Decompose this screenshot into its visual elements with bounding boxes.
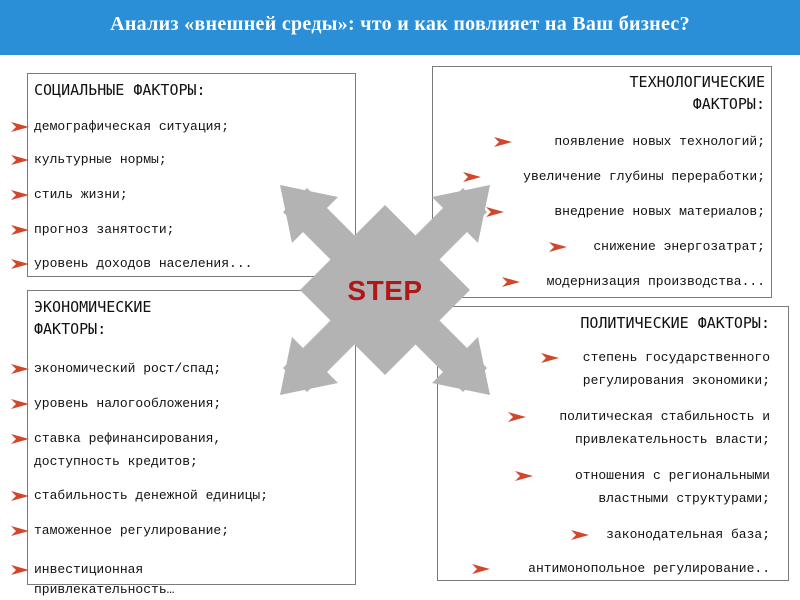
pol-item-continued: привлекательность власти; [574, 432, 770, 447]
arrow-bullet-icon [463, 172, 481, 182]
social-title: СОЦИАЛЬНЫЕ ФАКТОРЫ: [34, 81, 206, 99]
pol-item: отношения с региональными [574, 468, 770, 483]
tech-title-line-1: ТЕХНОЛОГИЧЕСКИЕ [629, 73, 765, 91]
econ-item: таможенное регулирование; [34, 523, 230, 538]
arrow-bullet-icon [11, 259, 29, 269]
arrow-bullet-icon [11, 491, 29, 501]
social-factors-box [27, 73, 356, 277]
title-banner [0, 0, 800, 55]
econ-item-continued: привлекательность… [34, 582, 175, 597]
pol-item: законодательная база; [606, 527, 770, 542]
arrow-bullet-icon [486, 207, 504, 217]
arrow-bullet-icon [502, 277, 520, 287]
econ-item-continued: доступность кредитов; [34, 454, 198, 469]
political-factors-box [437, 306, 789, 581]
tech-item: модернизация производства... [546, 274, 765, 289]
econ-item: экономический рост/спад; [34, 361, 222, 376]
arrow-bullet-icon [508, 412, 526, 422]
social-item: прогноз занятости; [34, 222, 175, 237]
arrow-bullet-icon [11, 565, 29, 575]
tech-item: внедрение новых материалов; [554, 204, 765, 219]
econ-title-line-2: ФАКТОРЫ: [34, 320, 107, 338]
social-item: стиль жизни; [34, 187, 128, 202]
four-way-arrow-icon [280, 185, 490, 395]
pol-item-continued: властными структурами; [598, 491, 770, 506]
pol-title: ПОЛИТИЧЕСКИЕ ФАКТОРЫ: [580, 314, 770, 332]
arrow-bullet-icon [571, 530, 589, 540]
arrow-bullet-icon [11, 526, 29, 536]
pol-item: степень государственного [582, 350, 770, 365]
arrow-bullet-icon [11, 225, 29, 235]
page-title: Анализ «внешней среды»: что и как повлия… [110, 13, 690, 35]
arrow-bullet-icon [11, 190, 29, 200]
tech-item: появление новых технологий; [554, 134, 765, 149]
pol-item: политическая стабильность и [559, 409, 770, 424]
arrow-bullet-icon [549, 242, 567, 252]
econ-title-line-1: ЭКОНОМИЧЕСКИЕ [34, 298, 152, 316]
social-item: демографическая ситуация; [34, 119, 230, 134]
arrow-bullet-icon [11, 399, 29, 409]
econ-item: инвестиционная [34, 562, 144, 577]
tech-title-line-2: ФАКТОРЫ: [692, 95, 765, 113]
arrow-bullet-icon [11, 122, 29, 132]
arrow-bullet-icon [494, 137, 512, 147]
arrow-bullet-icon [11, 155, 29, 165]
step-label: STEP [347, 275, 423, 306]
econ-item: ставка рефинансирования, [34, 431, 222, 446]
arrow-bullet-icon [11, 364, 29, 374]
pol-item: антимонопольное регулирование.. [528, 561, 770, 576]
econ-item: стабильность денежной единицы; [34, 488, 269, 503]
tech-item: снижение энергозатрат; [593, 239, 765, 254]
arrow-bullet-icon [515, 471, 533, 481]
pol-item-continued: регулирования экономики; [582, 373, 770, 388]
arrow-bullet-icon [541, 353, 559, 363]
arrow-bullet-icon [472, 564, 490, 574]
social-item: культурные нормы; [34, 152, 167, 167]
social-item: уровень доходов населения... [34, 256, 253, 271]
economic-factors-box [27, 290, 356, 585]
econ-item: уровень налогообложения; [34, 396, 222, 411]
arrow-bullet-icon [11, 434, 29, 444]
tech-item: увеличение глубины переработки; [523, 169, 765, 184]
technological-factors-box [432, 66, 772, 298]
